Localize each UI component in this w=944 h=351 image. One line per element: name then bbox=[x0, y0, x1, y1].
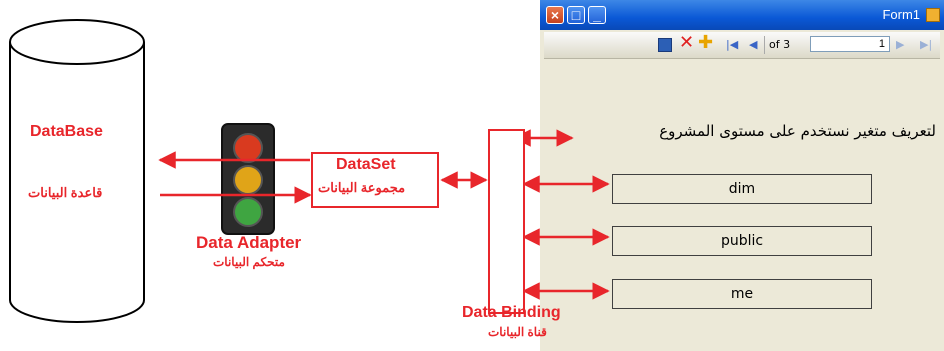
maximize-icon[interactable]: □ bbox=[567, 6, 585, 24]
binding-box bbox=[488, 129, 525, 314]
first-record-icon[interactable]: |◀ bbox=[726, 38, 739, 51]
binding-navigator: ✕ ✚ |◀ ◀ of 3 1 ▶ ▶| bbox=[544, 32, 940, 59]
adapter-arabic-label: متحكم البيانات bbox=[213, 255, 285, 269]
binding-arabic-label: قناة البيانات bbox=[488, 325, 547, 339]
previous-record-icon[interactable]: ◀ bbox=[749, 38, 758, 51]
database-cylinder bbox=[9, 19, 145, 323]
add-icon[interactable]: ✚ bbox=[698, 32, 714, 53]
minimize-icon[interactable]: _ bbox=[588, 6, 606, 24]
form-app-icon bbox=[926, 8, 940, 22]
close-icon[interactable]: × bbox=[546, 6, 564, 24]
keyword-box-dim[interactable]: dim bbox=[612, 174, 872, 204]
delete-icon[interactable]: ✕ bbox=[679, 32, 695, 53]
dataset-arabic-label: مجموعة البيانات bbox=[318, 180, 406, 195]
database-arabic-label: قاعدة البيانات bbox=[28, 185, 103, 200]
form-titlebar: × □ _ Form1 bbox=[540, 0, 944, 30]
save-icon[interactable] bbox=[658, 38, 672, 52]
database-title: DataBase bbox=[30, 123, 103, 140]
dataset-title: DataSet bbox=[336, 156, 396, 173]
last-record-icon[interactable]: ▶| bbox=[920, 38, 933, 51]
record-position-input[interactable]: 1 bbox=[810, 36, 890, 52]
form-title: Form1 bbox=[882, 7, 920, 22]
form-caption: لتعريف متغير نستخدم على مستوى المشروع bbox=[659, 122, 936, 140]
keyword-box-me[interactable]: me bbox=[612, 279, 872, 309]
traffic-light-icon bbox=[221, 123, 275, 235]
next-record-icon[interactable]: ▶ bbox=[896, 38, 905, 51]
record-count-label: of 3 bbox=[764, 36, 813, 54]
adapter-title: Data Adapter bbox=[196, 233, 302, 252]
dataset-box bbox=[311, 152, 439, 208]
binding-title: Data Binding bbox=[462, 304, 561, 321]
keyword-box-public[interactable]: public bbox=[612, 226, 872, 256]
